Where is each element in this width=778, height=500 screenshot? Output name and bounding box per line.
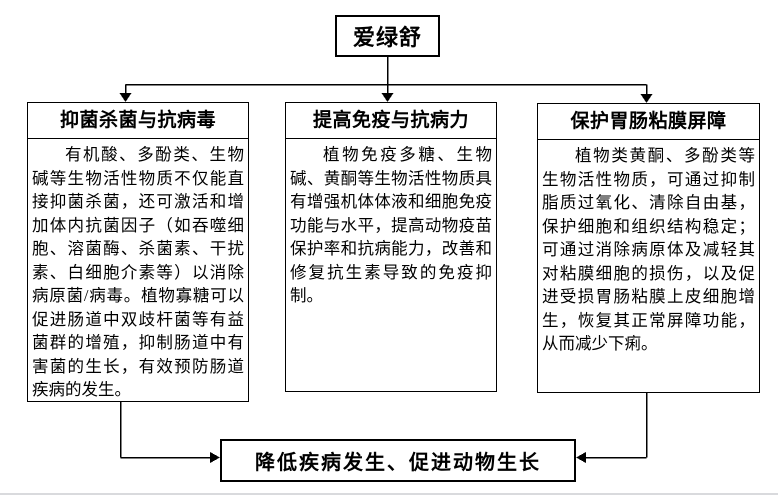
branch-title-immunity: 提高免疫与抗病力 bbox=[286, 103, 496, 139]
branch-title-antibacterial: 抑菌杀菌与抗病毒 bbox=[28, 103, 248, 139]
root-node-label: 爱绿舒 bbox=[352, 25, 422, 50]
arrowhead-branch-1 bbox=[119, 93, 132, 102]
arrowhead-branch-2 bbox=[381, 93, 394, 102]
outcome-box: 降低疾病发生、促进动物生长 bbox=[220, 439, 576, 482]
arrowhead-branch-3 bbox=[640, 94, 653, 103]
branch-box-antibacterial: 抑菌杀菌与抗病毒 有机酸、多酚类、生物碱等生物活性物质不仅能直接抑菌杀菌，还可激… bbox=[27, 102, 249, 402]
arrowhead-outcome-left bbox=[210, 452, 220, 463]
outcome-label: 降低疾病发生、促进动物生长 bbox=[255, 452, 541, 474]
arrowhead-outcome-right bbox=[576, 452, 586, 463]
branch-body-antibacterial: 有机酸、多酚类、生物碱等生物活性物质不仅能直接抑菌杀菌，还可激活和增加体内抗菌因… bbox=[32, 145, 244, 399]
branch-box-immunity: 提高免疫与抗病力 植物免疫多糖、生物碱、黄酮等生物活性物质具有增强机体体液和细胞… bbox=[285, 102, 497, 392]
branch-box-mucosa: 保护胃肠粘膜屏障 植物类黄酮、多酚类等生物活性物质，可通过抑制脂质过氧化、清除自… bbox=[537, 103, 760, 393]
bottom-divider-line bbox=[0, 493, 778, 495]
root-node-box: 爱绿舒 bbox=[335, 15, 440, 57]
branch-body-immunity: 植物免疫多糖、生物碱、黄酮等生物活性物质具有增强机体体液和细胞免疫功能与水平，提… bbox=[290, 145, 492, 305]
branch-title-mucosa: 保护胃肠粘膜屏障 bbox=[538, 104, 759, 140]
branch-body-mucosa: 植物类黄酮、多酚类等生物活性物质，可通过抑制脂质过氧化、清除自由基，保护细胞和组… bbox=[542, 146, 755, 353]
